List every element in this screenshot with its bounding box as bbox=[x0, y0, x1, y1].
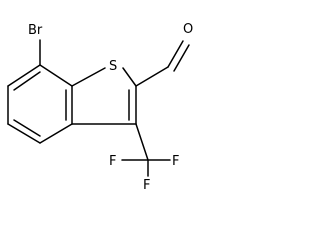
trifluoromethyl-group bbox=[121, 123, 171, 177]
double-bond-c-o bbox=[173, 44, 190, 72]
bond-c2-cho bbox=[135, 66, 169, 87]
bond-c6-c7 bbox=[7, 64, 41, 87]
bromine-label: Br bbox=[28, 23, 43, 38]
oxygen-label: O bbox=[183, 22, 193, 37]
benzene-ring bbox=[7, 64, 73, 144]
bond-c-o bbox=[167, 40, 184, 68]
double-bond-c4-c5 bbox=[13, 119, 41, 137]
fluorine-label-right: F bbox=[172, 154, 179, 169]
sulfur-label: S bbox=[109, 59, 117, 74]
bond-c4-c5 bbox=[7, 123, 41, 144]
aldehyde-group bbox=[135, 40, 190, 87]
thiophene-ring bbox=[71, 67, 137, 125]
bond-c7-c7a bbox=[39, 64, 73, 87]
double-bond-c6-c7 bbox=[13, 71, 41, 91]
bond-c3-cf3 bbox=[135, 123, 149, 161]
bond-c3a-c4 bbox=[39, 123, 73, 144]
fluorine-label-top: F bbox=[143, 178, 150, 193]
bond-c7a-s bbox=[71, 67, 106, 87]
chemical-structure-diagram: Br S O F F F bbox=[7, 22, 193, 193]
fluorine-label-left: F bbox=[109, 154, 116, 169]
bond-s-c2 bbox=[122, 67, 137, 87]
